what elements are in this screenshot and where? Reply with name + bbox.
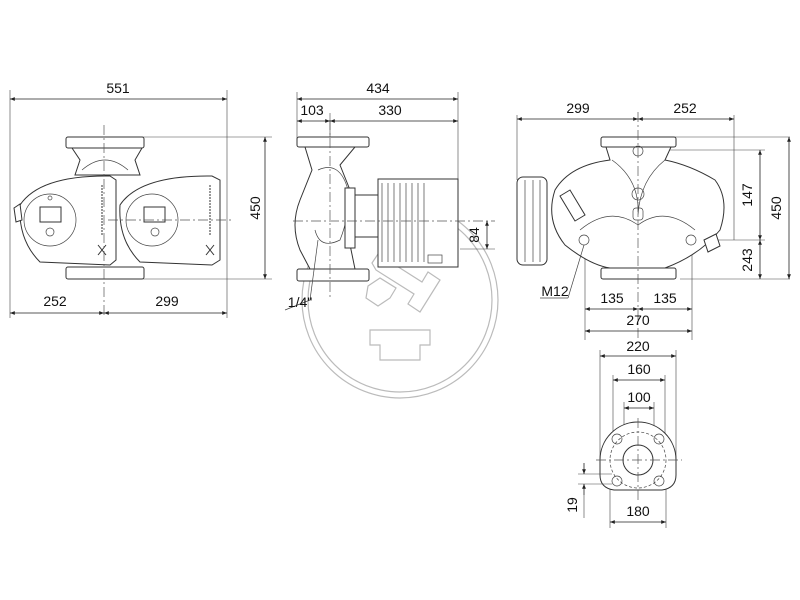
label-bolt-thread: M12	[541, 283, 568, 299]
dim-rear-right-width: 252	[673, 100, 697, 116]
rear-view: 299 252 147 243 450 M12 135 135 270	[516, 100, 791, 340]
side-view: 434 103 330 84 1/4"	[284, 80, 495, 311]
dim-flange-offset: 103	[300, 102, 324, 118]
dim-right-offset: 299	[155, 293, 179, 309]
dim-left-offset: 252	[43, 293, 67, 309]
dim-base-offset: 19	[564, 497, 580, 513]
dim-lower-height: 243	[739, 248, 755, 272]
dim-height: 450	[247, 196, 263, 220]
dim-motor-axis-offset: 84	[466, 227, 482, 243]
flange-view: 220 160 100 19 180	[564, 338, 682, 528]
dim-rear-left-width: 299	[566, 100, 590, 116]
dim-bolt-circle: 160	[627, 361, 651, 377]
dim-motor-length: 330	[378, 102, 402, 118]
dim-overall-length: 434	[366, 80, 390, 96]
dim-base-width: 180	[626, 503, 650, 519]
dim-flange-outer: 220	[626, 338, 650, 354]
dim-overall-width: 551	[106, 80, 130, 96]
dim-rear-height: 450	[768, 196, 784, 220]
front-view: 551 252 299 450	[9, 80, 272, 318]
dim-foot-spacing: 270	[626, 312, 650, 328]
dim-half-spacing-right: 135	[653, 290, 677, 306]
dim-half-spacing-left: 135	[600, 290, 624, 306]
dim-upper-height: 147	[739, 183, 755, 207]
label-vent-port: 1/4"	[288, 294, 312, 310]
dim-bore: 100	[627, 389, 651, 405]
